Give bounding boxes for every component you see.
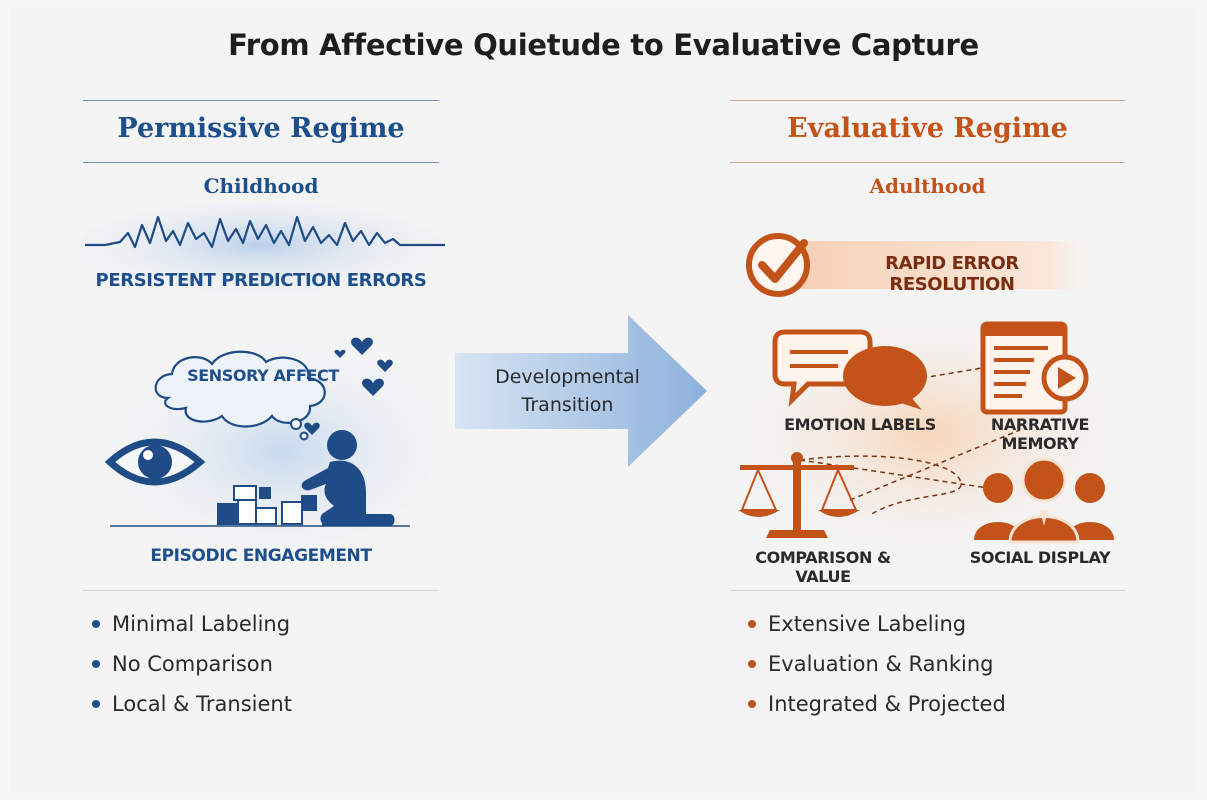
bullet-dot xyxy=(92,620,100,628)
right-bottom-rule xyxy=(730,162,1125,163)
left-bullet-2: No Comparison xyxy=(88,644,292,684)
left-regime-title: Permissive Regime xyxy=(117,113,405,144)
right-regime-title: Evaluative Regime xyxy=(787,113,1068,144)
heart-icons xyxy=(304,337,393,435)
episodic-engagement-label: EPISODIC ENGAGEMENT xyxy=(150,546,372,566)
transition-label-line1: Developmental xyxy=(495,366,640,388)
left-bottom-rule xyxy=(83,162,439,163)
sensory-affect-label: SENSORY AFFECT xyxy=(187,366,339,385)
right-top-rule xyxy=(730,100,1125,101)
prediction-error-waveform-icon xyxy=(75,202,445,298)
evaluative-icon-cluster xyxy=(720,310,1140,560)
bullet-dot xyxy=(92,700,100,708)
bullet-dot xyxy=(92,660,100,668)
checkmark-icon xyxy=(746,233,810,297)
toy-blocks-icon xyxy=(217,485,317,525)
bullet-dot xyxy=(748,700,756,708)
transition-label-line2: Transition xyxy=(521,394,614,416)
social-display-caption: SOCIAL DISPLAY xyxy=(969,548,1111,567)
left-bullet-list: Minimal Labeling No Comparison Local & T… xyxy=(88,604,292,724)
left-bullet-1: Minimal Labeling xyxy=(88,604,292,644)
diagram-title: From Affective Quietude to Evaluative Ca… xyxy=(228,28,979,62)
bullet-dot xyxy=(748,620,756,628)
right-bullet-2: Evaluation & Ranking xyxy=(744,644,1006,684)
eye-icon xyxy=(104,438,206,486)
right-period: Adulthood xyxy=(869,174,986,198)
right-bullet-3: Integrated & Projected xyxy=(744,684,1006,724)
narrative-document-icon xyxy=(980,321,1089,415)
left-period: Childhood xyxy=(203,174,319,198)
right-list-rule xyxy=(730,590,1125,591)
narrative-memory-caption: NARRATIVE MEMORY xyxy=(990,415,1090,453)
left-bullet-3: Local & Transient xyxy=(88,684,292,724)
emotion-labels-caption: EMOTION LABELS xyxy=(784,415,936,434)
persistent-errors-label: PERSISTENT PREDICTION ERRORS xyxy=(95,270,427,291)
social-group-icon xyxy=(974,457,1114,544)
speech-bubbles-icon xyxy=(772,329,927,410)
bullet-dot xyxy=(748,660,756,668)
child-playing-icon xyxy=(301,430,395,526)
sensory-affect-scene-icon xyxy=(90,330,440,550)
right-bullet-list: Extensive Labeling Evaluation & Ranking … xyxy=(744,604,1006,724)
rapid-resolution-label: RAPID ERROR RESOLUTION xyxy=(885,253,1019,295)
thought-cloud-icon xyxy=(154,350,326,428)
balance-scale-icon xyxy=(738,452,860,538)
left-list-rule xyxy=(83,590,439,591)
transition-arrow-icon xyxy=(455,315,707,467)
comparison-value-caption: COMPARISON & VALUE xyxy=(755,548,891,586)
left-top-rule xyxy=(83,100,439,101)
resolution-banner xyxy=(746,233,1100,297)
right-bullet-1: Extensive Labeling xyxy=(744,604,1006,644)
